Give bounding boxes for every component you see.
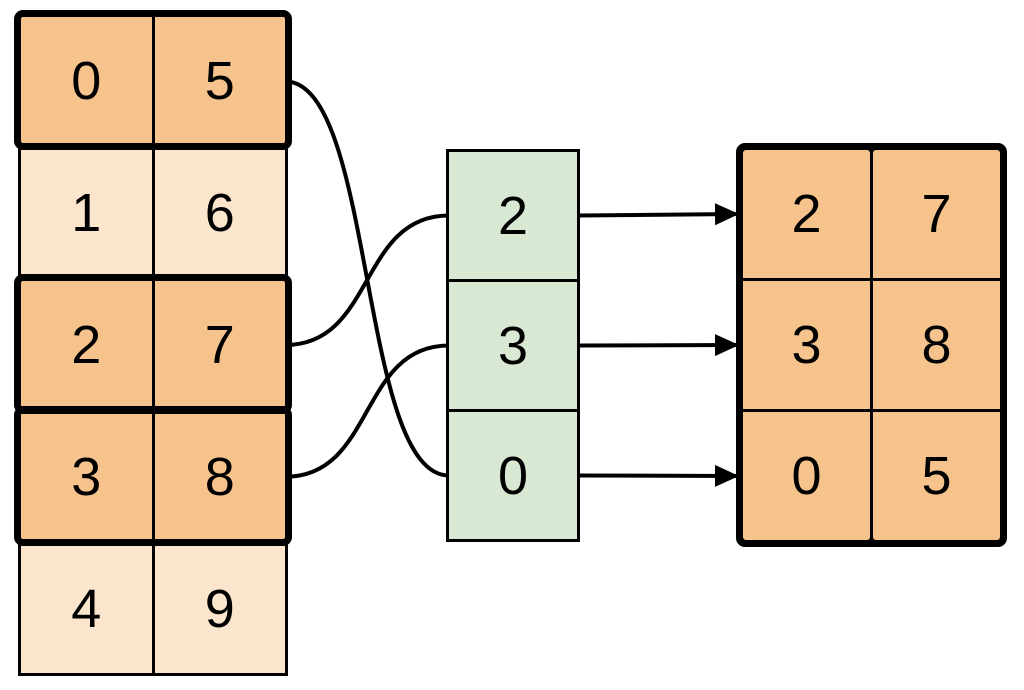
result-cell-0-0: 2 bbox=[743, 150, 870, 278]
source-cell-4-1: 9 bbox=[154, 544, 285, 673]
source-cell-2-1: 7 bbox=[154, 280, 285, 410]
result-cell-0-1: 7 bbox=[873, 150, 1000, 278]
source-cell-1-0: 1 bbox=[21, 148, 152, 278]
result-cell-2-1: 5 bbox=[873, 412, 1000, 540]
result-row-1: 3 8 bbox=[743, 281, 1000, 409]
source-cell-1-1: 6 bbox=[154, 148, 285, 278]
source-row-1: 1 6 bbox=[21, 148, 285, 278]
source-row-3: 3 8 bbox=[21, 412, 285, 542]
source-row-0: 0 5 bbox=[21, 17, 285, 146]
index-column: 2 3 0 bbox=[446, 149, 580, 542]
source-cell-4-0: 4 bbox=[21, 544, 152, 673]
arrow-connector-index-cell-0-to-result-row-0 bbox=[577, 203, 739, 226]
result-cell-1-0: 3 bbox=[743, 281, 870, 409]
result-cell-2-0: 0 bbox=[743, 412, 870, 540]
source-cell-0-1: 5 bbox=[154, 17, 285, 146]
source-cell-3-0: 3 bbox=[21, 412, 152, 542]
source-cell-2-0: 2 bbox=[21, 280, 152, 410]
source-row-2: 2 7 bbox=[21, 280, 285, 410]
source-cell-3-1: 8 bbox=[154, 412, 285, 542]
curve-connector-source-row-0-to-index-cell-2 bbox=[284, 79, 450, 478]
curve-connector-source-row-3-to-index-cell-1 bbox=[284, 343, 450, 479]
index-cell-2: 0 bbox=[449, 412, 577, 539]
index-cell-1: 3 bbox=[449, 282, 577, 409]
result-row-2: 0 5 bbox=[743, 412, 1000, 540]
source-table: 0 5 1 6 2 7 3 8 4 9 bbox=[14, 10, 292, 676]
curve-connector-source-row-2-to-index-cell-0 bbox=[284, 213, 450, 347]
arrow-connector-index-cell-2-to-result-row-2 bbox=[577, 464, 739, 487]
result-cell-1-1: 8 bbox=[873, 281, 1000, 409]
source-cell-0-0: 0 bbox=[21, 17, 152, 146]
source-row-4: 4 9 bbox=[21, 544, 285, 673]
result-row-0: 2 7 bbox=[743, 150, 1000, 278]
arrow-connector-index-cell-1-to-result-row-1 bbox=[577, 334, 739, 357]
index-cell-0: 2 bbox=[449, 152, 577, 279]
result-table: 2 7 3 8 0 5 bbox=[736, 143, 1007, 547]
